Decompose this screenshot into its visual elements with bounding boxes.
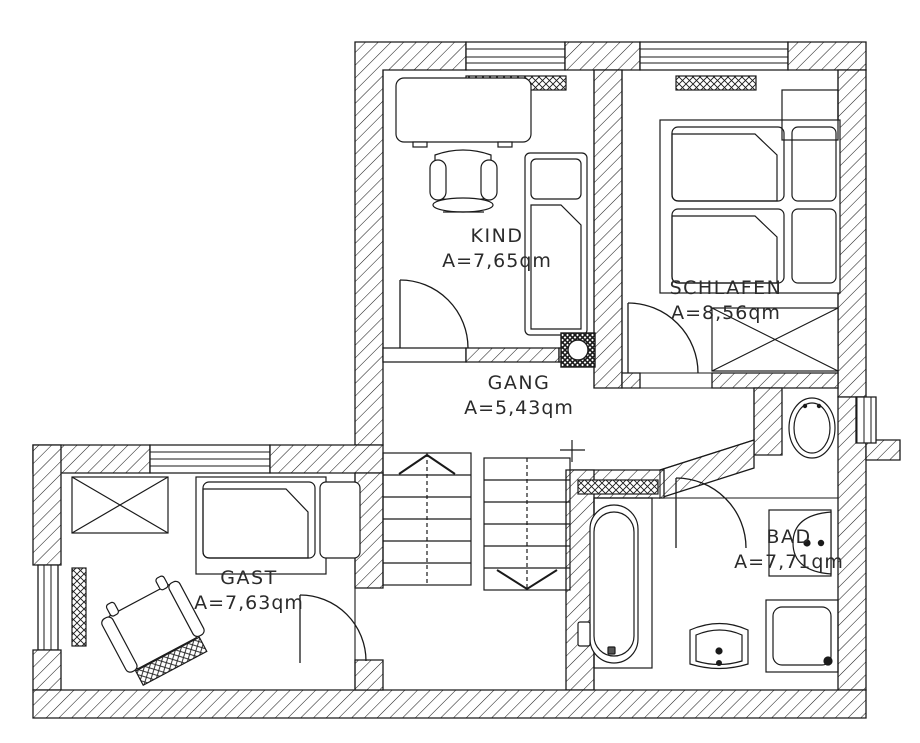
- room-name-gang: GANG: [487, 372, 551, 394]
- room-label-bad: BAD A=7,71qm: [576, 525, 920, 575]
- washbasin-bowl: [689, 622, 749, 670]
- bed-right-duvet: [671, 215, 778, 284]
- toilet-dot-b: [816, 403, 822, 409]
- wardrobe-schlafen-x: [711, 307, 839, 372]
- radiator-gast: [71, 567, 87, 647]
- armchair-arm-left: [101, 616, 138, 673]
- furniture-schlafen: [659, 89, 841, 372]
- wall-top-seg-d: [787, 41, 867, 71]
- bidet-drain: [803, 539, 811, 547]
- bed-left-frame: [671, 126, 785, 202]
- room-area-gast: A=7,63qm: [194, 592, 304, 615]
- armchair-arm-right: [168, 580, 205, 638]
- chimney-group: [560, 332, 596, 368]
- washbasin-drain: [715, 647, 723, 655]
- radiator-bad: [577, 479, 659, 495]
- wall-gast-top-right: [269, 444, 384, 474]
- doors-group: [299, 279, 747, 663]
- walls-group: [32, 41, 901, 719]
- nightstand-upper: [791, 126, 837, 202]
- bed-kind-duvet: [530, 204, 582, 330]
- construction-lines: [382, 348, 623, 388]
- stair-down-arrow: [496, 569, 558, 591]
- wall-gast-right-lower: [354, 659, 384, 691]
- bathtub-inner: [593, 511, 635, 657]
- wall-gast-left-lower: [32, 649, 62, 691]
- room-name-gast: GAST: [220, 567, 278, 589]
- furniture-kind: [395, 77, 588, 336]
- wall-right-stub: [865, 439, 901, 461]
- nightstand-lower: [791, 208, 837, 284]
- stair-up-arrow: [398, 453, 456, 475]
- door-bad-arc: [675, 477, 747, 549]
- room-name-bad: BAD: [766, 526, 812, 548]
- desk-foot-left: [412, 141, 428, 148]
- bidet-bowl: [792, 511, 832, 575]
- door-gast-arc: [299, 594, 367, 662]
- room-name-kind: KIND: [470, 225, 524, 247]
- toilet-bowl: [788, 397, 836, 459]
- swivel-chair-base: [432, 197, 494, 213]
- nightstand-gast: [319, 481, 361, 559]
- room-area-schlafen: A=8,56qm: [671, 302, 781, 325]
- bathtub-drain: [607, 646, 616, 655]
- room-label-gast: GAST A=7,63qm: [0, 566, 498, 616]
- cabinet-corner: [781, 89, 839, 141]
- washbasin-inner: [695, 629, 743, 666]
- furniture-gast: [71, 476, 361, 686]
- room-label-gang: GANG A=5,43qm: [25, 371, 920, 421]
- wall-top-seg-a: [465, 41, 566, 71]
- shower-drain: [823, 656, 833, 666]
- toilet-seat: [793, 402, 831, 454]
- wardrobe-gast-x: [71, 476, 169, 534]
- toilet-dot-a: [802, 403, 808, 409]
- wall-kind-gang-mid: [465, 347, 560, 363]
- room-area-kind: A=7,65qm: [442, 250, 552, 273]
- shower-tray: [772, 606, 832, 666]
- bidet-tap: [817, 539, 825, 547]
- door-schlafen-arc: [627, 302, 699, 374]
- windows-group: [43, 48, 872, 650]
- wall-gang-bad-diag: [659, 439, 755, 499]
- bed-kind-pillow: [530, 158, 582, 200]
- wall-top-seg-b: [564, 41, 641, 71]
- room-area-bad: A=7,71qm: [734, 551, 844, 574]
- wall-gast-left-upper: [32, 444, 62, 566]
- desk-foot-right: [497, 141, 513, 148]
- washbasin-tap: [715, 659, 722, 666]
- swivel-chair-arm-right: [480, 159, 498, 201]
- desk: [395, 77, 532, 143]
- bed-left-duvet: [671, 133, 778, 202]
- swivel-chair-arm-left: [429, 159, 447, 201]
- bathtub-outer: [589, 504, 639, 664]
- armchair-leg-a: [105, 601, 120, 617]
- armchair-footrest: [134, 636, 208, 686]
- room-label-schlafen: SCHLAFEN A=8,56qm: [458, 276, 920, 326]
- door-kind-arc: [399, 279, 469, 349]
- shower-tray-outer: [765, 599, 839, 673]
- bed-gast-frame: [202, 481, 316, 559]
- armchair-gast: [101, 575, 208, 686]
- stairs-group: [382, 440, 585, 591]
- fixtures-bad: [577, 397, 839, 673]
- wall-kind-gang-left: [382, 347, 467, 363]
- radiator-schlafen: [675, 75, 757, 91]
- wall-top-seg-c: [639, 41, 789, 71]
- room-name-schlafen: SCHLAFEN: [669, 277, 783, 299]
- room-label-kind: KIND A=7,65qm: [0, 224, 920, 274]
- bed-gast-duvet: [202, 488, 309, 559]
- bathtub-tap: [577, 621, 591, 647]
- room-area-gang: A=5,43qm: [464, 397, 574, 420]
- wall-bottom-outer: [32, 689, 867, 719]
- armchair-leg-b: [155, 575, 169, 591]
- chimney-flue: [567, 339, 589, 361]
